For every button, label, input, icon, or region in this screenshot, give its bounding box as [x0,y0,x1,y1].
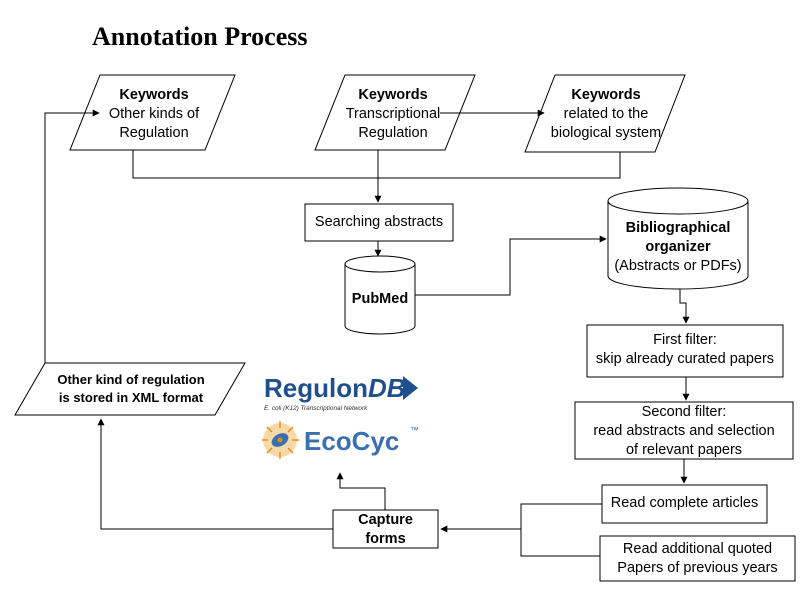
filter2-line2: read abstracts and selection [593,423,775,439]
xml-line1: Other kind of regulation [57,372,205,387]
biblio-line2: organizer [645,239,711,255]
keywords-biological-label: Keywords related to the biological syste… [520,86,692,143]
keywords-other-title: Keywords [119,87,189,103]
capture-forms-box [332,509,439,549]
filter2-line1: Second filter: [641,404,727,420]
first-filter-box [586,324,784,378]
read-additional-line2: Papers of previous years [617,560,778,576]
regulondb-tagline: E. coli (K12) Transcriptional Network [264,405,368,412]
connector-pubmed-to-biblio [415,235,607,296]
capture-line2: forms [365,531,406,547]
connector-biblio-to-filter1 [679,289,690,324]
connector-capture-to-xml [97,418,333,530]
bracket-read-to-capture [520,503,602,557]
keywords-transcriptional-line3: Regulation [358,125,428,141]
biblio-line3: (Abstracts or PDFs) [614,258,742,274]
second-filter-box [574,401,794,460]
read-additional-line1: Read additional quoted [622,541,773,557]
filter2-line3: of relevant papers [625,442,743,458]
filter1-line1: First filter: [653,332,717,348]
keywords-biological-title: Keywords [571,87,641,103]
capture-line1: Capture [358,512,413,528]
xml-line2: is stored in XML format [58,390,204,405]
read-complete-box [601,484,768,524]
filter1-line2: skip already curated papers [595,351,775,367]
regulondb-arrow-icon [403,376,418,400]
ecocyc-logo-tm: ™ [410,425,419,435]
biblio-line1: Bibliographical [625,220,731,236]
second-filter-label: Second filter: read abstracts and select… [575,403,793,460]
ecocyc-logo: EcoCyc ™ [261,420,422,462]
bibliographical-organizer-label: Bibliographical organizer (Abstracts or … [600,219,756,276]
xml-storage-label: Other kind of regulation is stored in XM… [28,371,234,407]
read-additional-box [599,535,796,582]
keywords-other-shape [69,74,236,151]
read-additional-label: Read additional quoted Papers of previou… [600,540,795,578]
keywords-merge-line [132,150,621,179]
keywords-other-line2: Other kinds of [108,106,200,122]
xml-storage-shape [14,362,246,416]
pubmed-cylinder [344,255,416,335]
keywords-transcriptional-title: Keywords [358,87,428,103]
bibliographical-organizer-cylinder [607,187,749,290]
regulondb-logo: RegulonDB E. coli (K12) Transcriptional … [262,370,422,416]
keywords-transcriptional-label: Keywords Transcriptional Regulation [316,86,470,143]
keywords-transcriptional-line2: Transcriptional [345,106,441,122]
page-title: Annotation Process [92,22,308,51]
capture-forms-label: Capture forms [333,511,438,549]
searching-abstracts-label: Searching abstracts [314,214,444,230]
keywords-biological-shape [524,74,686,153]
pubmed-label: PubMed [351,291,409,307]
keywords-biological-line3: biological system [550,125,662,141]
ecocyc-logo-name: EcoCyc [304,426,399,456]
read-complete-label: Read complete articles [610,495,759,511]
keywords-transcriptional-shape [314,74,476,151]
keywords-biological-line2: related to the [563,106,649,122]
searching-abstracts-box [304,203,454,242]
first-filter-label: First filter: skip already curated paper… [587,331,783,369]
keywords-other-line3: Regulation [119,125,189,141]
connector-xml-to-keywords [44,109,100,363]
connector-capture-to-logos [336,472,386,510]
regulondb-logo-name: RegulonDB [264,373,406,403]
ecocyc-cell-icon [261,421,299,459]
keywords-other-label: Keywords Other kinds of Regulation [75,86,233,143]
